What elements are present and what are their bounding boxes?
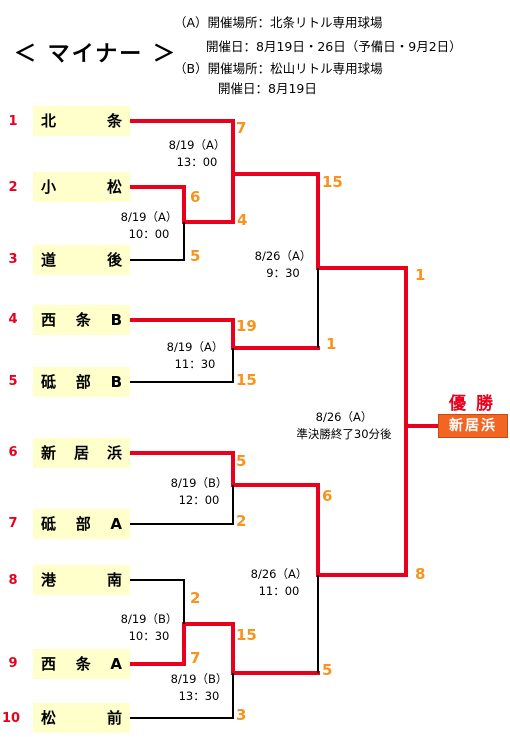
score-label: 1 xyxy=(326,335,337,353)
venue-a-dates: 開催日：8月19日・26日（予備日・9月2日） xyxy=(206,39,462,54)
loser-path-konan xyxy=(130,579,185,624)
winner-path-hojo xyxy=(128,119,408,577)
game-info: 8/26（A）9：30 xyxy=(254,249,312,280)
team-dogo: 道後 xyxy=(33,245,130,275)
team-komatsu: 小松 xyxy=(33,172,130,202)
loser-path-tobe-b xyxy=(130,348,234,383)
venue-b-dates: 開催日：8月19日 xyxy=(218,81,317,96)
seed-2: 2 xyxy=(8,180,18,195)
winner-path-niihama xyxy=(128,424,440,577)
score-label: 5 xyxy=(322,661,333,679)
team-konan: 港南 xyxy=(33,565,130,595)
score-label: 15 xyxy=(236,626,257,644)
game-info: 8/26（A）11：00 xyxy=(250,567,308,598)
venue-a-label: （A）開催場所：北条リトル専用球場 xyxy=(174,15,383,30)
seed-5: 5 xyxy=(8,374,18,389)
team-niihama: 新居浜 xyxy=(33,438,130,468)
game-info: 8/19（A）13：00 xyxy=(168,138,226,169)
seed-9: 9 xyxy=(8,656,18,671)
game-info: 8/26（A）準決勝終了30分後 xyxy=(296,410,392,441)
loser-path-dogo xyxy=(130,222,185,261)
score-label: 5 xyxy=(236,452,247,470)
champion-team: 新居浜 xyxy=(438,414,508,438)
game-info: 8/19（B）12：00 xyxy=(170,476,228,507)
seed-3: 3 xyxy=(8,252,18,267)
seed-7: 7 xyxy=(8,516,18,531)
score-label: 2 xyxy=(236,512,247,530)
score-label: 6 xyxy=(322,487,333,505)
game-info: 8/19（B）10：30 xyxy=(120,612,178,643)
team-hojo: 北条 xyxy=(33,106,130,136)
score-label: 19 xyxy=(236,317,257,335)
game-info: 8/19（B）13：30 xyxy=(170,672,228,703)
score-label: 3 xyxy=(236,706,247,724)
score-label: 15 xyxy=(236,371,257,389)
score-label: 2 xyxy=(190,589,201,607)
score-label: 8 xyxy=(415,565,426,583)
page-title: ＜ マイナー ＞ xyxy=(14,42,177,67)
seed-10: 10 xyxy=(2,711,21,726)
score-label: 15 xyxy=(322,173,343,191)
winner-path-saijo-a xyxy=(128,622,320,675)
winner-path-saijo-b xyxy=(128,318,320,350)
score-label: 7 xyxy=(236,119,247,137)
score-label: 5 xyxy=(190,247,201,265)
seed-1: 1 xyxy=(8,114,18,129)
seed-8: 8 xyxy=(8,573,18,588)
venue-b-label: （B）開催場所：松山リトル専用球場 xyxy=(174,61,383,76)
game-info: 8/19（A）10：00 xyxy=(120,210,178,241)
game-info: 8/19（A）11：30 xyxy=(166,340,224,371)
seed-4: 4 xyxy=(8,312,18,327)
seed-6: 6 xyxy=(8,445,18,460)
score-label: 7 xyxy=(190,649,201,667)
loser-path-tobe-a xyxy=(130,485,234,525)
champion-label: 優 勝 xyxy=(449,394,495,414)
score-label: 6 xyxy=(190,188,201,206)
score-label: 1 xyxy=(415,266,426,284)
score-label: 4 xyxy=(237,211,248,229)
team-masaki: 松前 xyxy=(33,703,130,733)
loser-path-masaki xyxy=(130,673,234,719)
